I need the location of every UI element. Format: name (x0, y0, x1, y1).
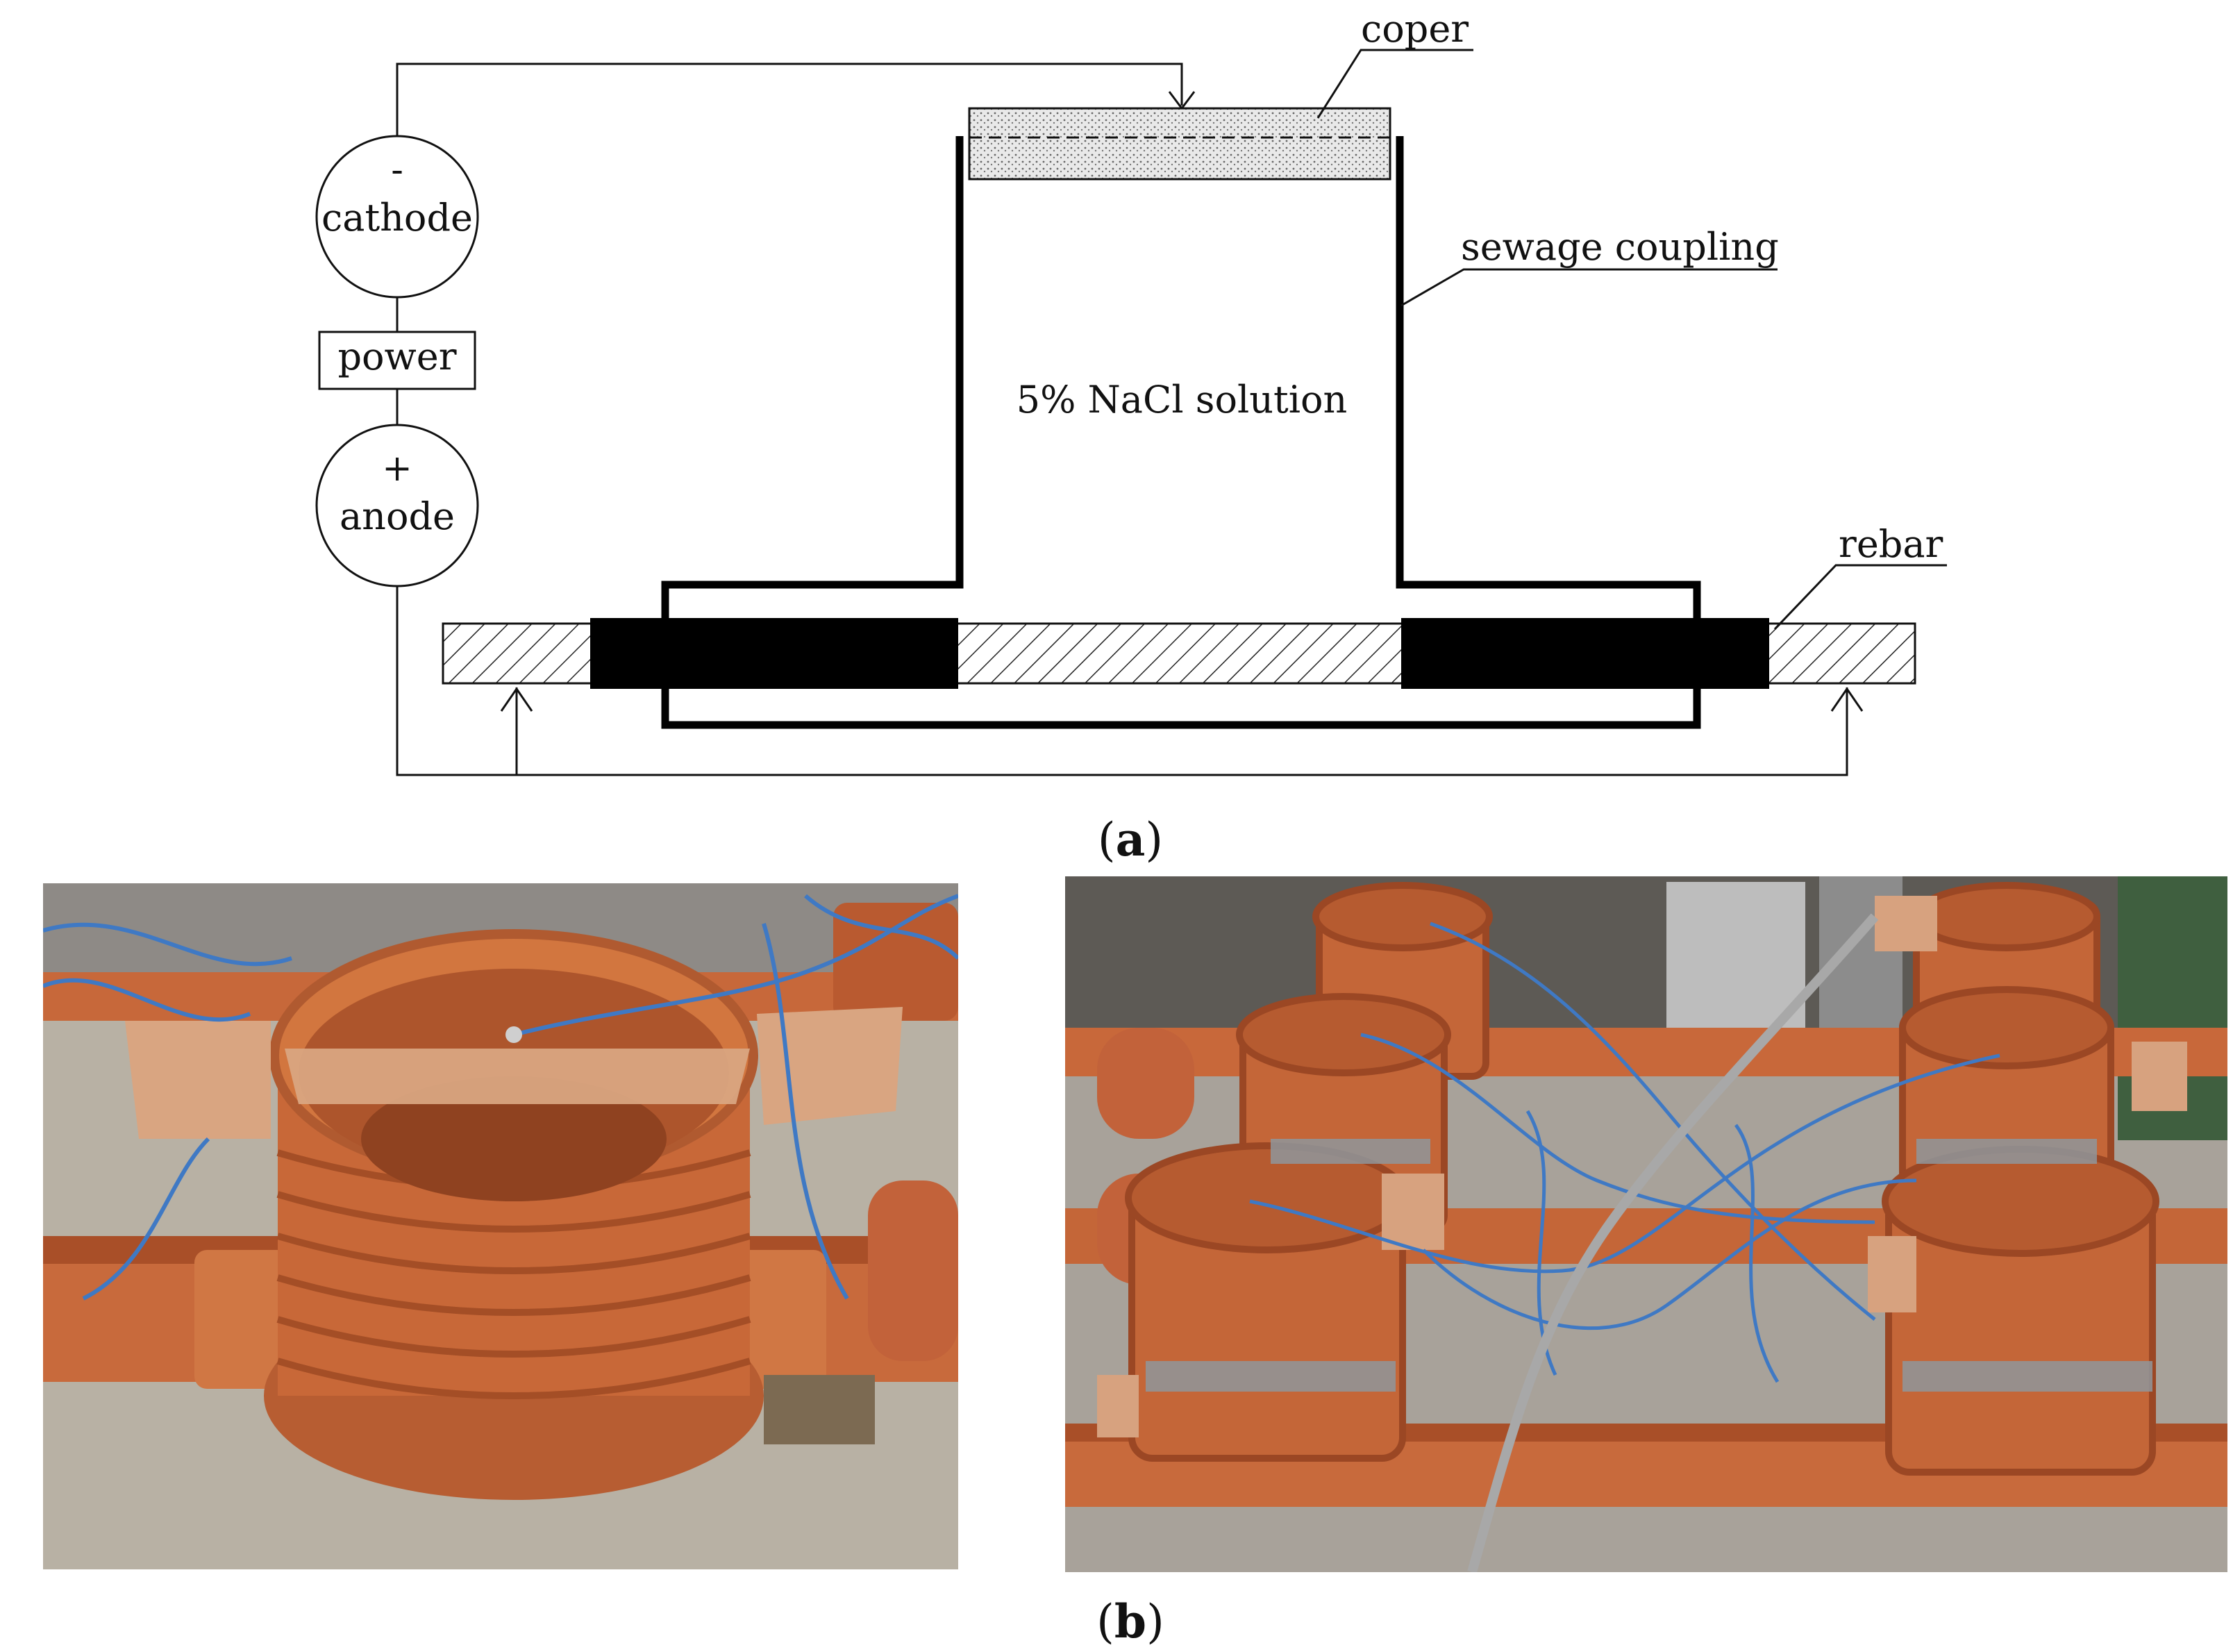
cathode-label: cathode (321, 196, 473, 240)
copper-plate (968, 107, 1391, 181)
rebar-sleeve-right (1401, 618, 1769, 689)
arrow-rebar-left (500, 687, 533, 712)
caption-b: (b) (1096, 1594, 1164, 1649)
sewage-coupling-leader (1400, 268, 1778, 307)
solution-label: 5% NaCl solution (1017, 378, 1348, 422)
sewage-coupling-outline (661, 136, 1701, 729)
cathode-circle (315, 135, 479, 299)
rebar-leader (1773, 564, 1947, 631)
wire-cathode-to-copper (396, 62, 1183, 156)
photo-specimen-array (1065, 876, 2227, 1572)
circuit-wires (396, 62, 1864, 776)
power-box (318, 331, 476, 390)
anode-label: anode (340, 494, 455, 538)
coper-leader (1316, 49, 1473, 119)
rebar-sleeve-left (590, 618, 958, 689)
caption-a: (a) (1098, 812, 1163, 867)
anode-sign: + (382, 448, 412, 490)
anode-circle (315, 424, 479, 587)
photo-single-specimen (43, 883, 958, 1569)
coper-label: coper (1361, 7, 1469, 51)
rebar-label: rebar (1839, 522, 1943, 566)
power-label: power (337, 335, 456, 378)
arrow-rebar-right (1830, 687, 1864, 712)
schematic-diagram: - cathode power + anode 5% NaCl solution… (315, 7, 1947, 867)
sewage-coupling-label: sewage coupling (1461, 225, 1779, 269)
cathode-sign: - (391, 149, 403, 191)
wire-anode-to-rebar (396, 586, 1848, 776)
